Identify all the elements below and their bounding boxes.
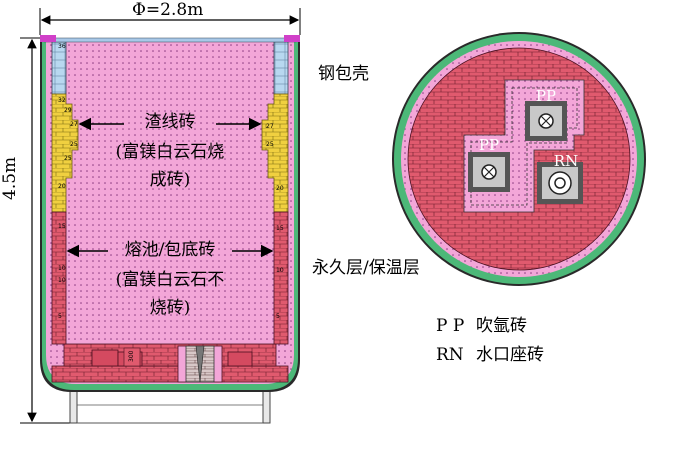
brick-number: 15	[276, 225, 284, 232]
rim-cap-left	[40, 35, 56, 42]
left-bath-wall-bricks	[51, 211, 67, 345]
brick-number: 27	[70, 121, 78, 128]
rim-cap-right	[284, 35, 300, 42]
slag-line-line1: (富镁白云石烧	[115, 142, 225, 162]
brick-number: 10	[58, 265, 66, 272]
bath-line1: (富镁白云石不	[115, 270, 225, 290]
brick-number: 29	[64, 107, 72, 114]
brick-number: 300	[128, 350, 135, 362]
right-bath-wall-bricks	[273, 211, 289, 345]
brick-number: 5	[276, 313, 280, 320]
brick-number: 32	[58, 97, 66, 104]
legend-rn-desc: 水口座砖	[476, 345, 544, 365]
brick-number: 15	[58, 223, 66, 230]
brick-number: 10	[276, 267, 284, 274]
pp-label-1: PP	[536, 87, 556, 105]
ladle-plan-view: PP PP RN	[392, 32, 646, 286]
legend-pp-desc: 吹氩砖	[476, 316, 527, 336]
right-wall-top-bricks	[273, 41, 289, 95]
brick-number: 36	[58, 43, 66, 50]
diameter-dimension	[39, 8, 301, 35]
shell-label: 钢包壳	[318, 64, 369, 84]
rn-label: RN	[554, 152, 578, 170]
permanent-layer	[46, 42, 294, 384]
slag-line-line2: 成砖)	[149, 170, 191, 190]
top-rim	[43, 37, 297, 43]
brick-number: 25	[70, 141, 78, 148]
slag-line-title: 渣线砖	[144, 112, 196, 132]
brick-number: 10	[58, 277, 66, 284]
ladle-section: 36 32 29 27 25 25 20 15 10 10 5 27 25 20…	[40, 35, 300, 424]
brick-number: 27	[266, 123, 274, 130]
pp-label-2: PP	[479, 136, 499, 154]
bath-line2: 烧砖)	[149, 298, 191, 318]
brick-number: 20	[58, 183, 66, 190]
bath-title: 熔池/包底砖	[124, 240, 216, 260]
bottom-permanent-bricks	[51, 365, 289, 383]
brick-number: 25	[266, 141, 274, 148]
legend-rn-code: RN	[436, 345, 464, 365]
brick-number: 20	[276, 185, 284, 192]
permanent-layer-label: 永久层/保温层	[312, 258, 420, 278]
legend-pp-code: P P	[436, 316, 465, 336]
brick-number: 25	[64, 155, 72, 162]
height-label: 4.5m	[0, 156, 20, 200]
diameter-label: Φ=2.8m	[132, 0, 204, 20]
brick-number: 5	[58, 313, 62, 320]
